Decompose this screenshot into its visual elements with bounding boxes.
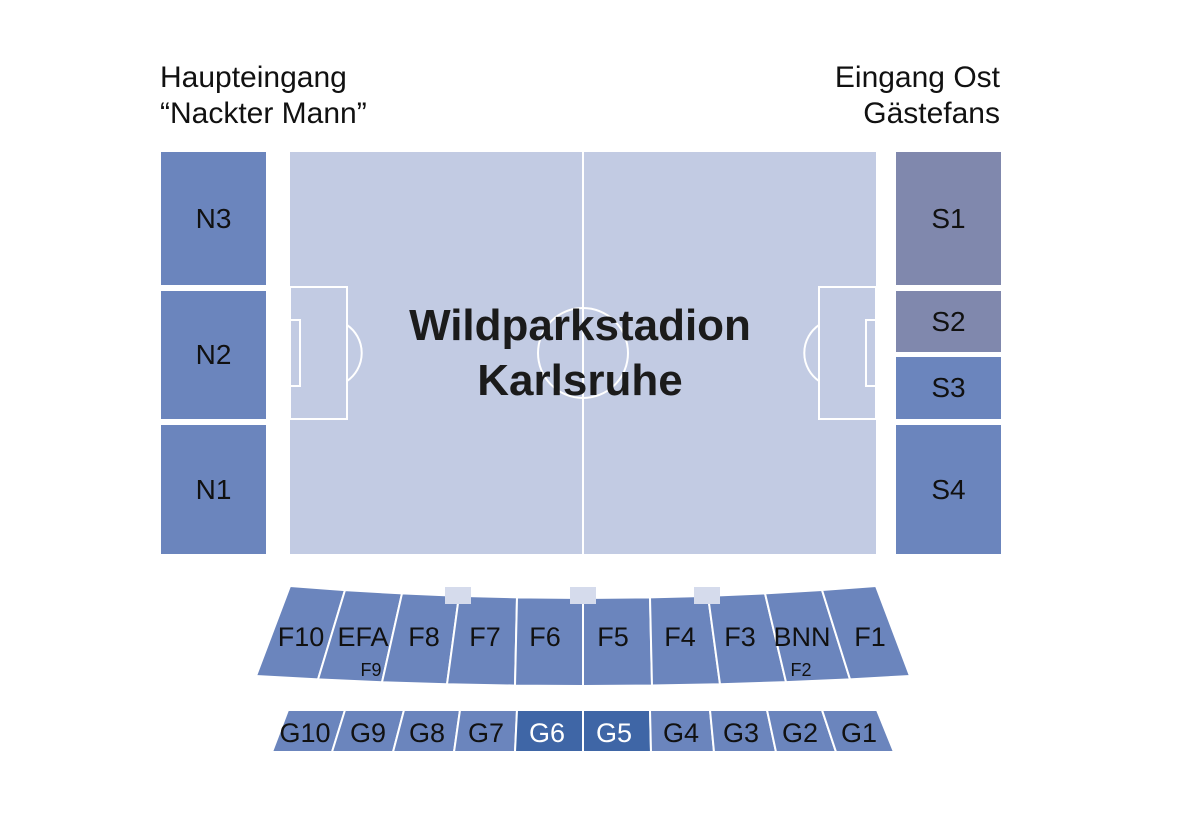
block-f1-label[interactable]: F1: [854, 622, 886, 652]
block-f7-label[interactable]: F7: [469, 622, 501, 652]
block-n1[interactable]: N1: [161, 425, 266, 554]
block-f6-label[interactable]: F6: [529, 622, 561, 652]
f-section-f1[interactable]: [820, 584, 912, 681]
stadium-title: Wildparkstadion Karlsruhe: [330, 298, 830, 408]
block-g3-label[interactable]: G3: [722, 718, 760, 748]
east-entrance-line1: Eingang Ost: [834, 61, 1000, 94]
block-n1-label: N1: [195, 473, 232, 505]
stadium-title-line1: Wildparkstadion: [409, 301, 751, 350]
block-efa-sublabel: F9: [360, 660, 382, 680]
block-s1-label: S1: [931, 202, 966, 234]
block-n2-label: N2: [195, 339, 232, 370]
block-n3-label: N3: [195, 202, 232, 234]
block-g7-label[interactable]: G7: [467, 718, 505, 748]
block-s2[interactable]: S2: [896, 291, 1001, 352]
block-g6-label[interactable]: G6: [528, 718, 566, 748]
f-stand-entrances: [445, 587, 720, 604]
block-s2-label: S2: [931, 305, 966, 337]
block-f5-label[interactable]: F5: [597, 622, 629, 652]
block-s1[interactable]: S1: [896, 152, 1001, 285]
block-f8-label[interactable]: F8: [408, 622, 440, 652]
stadium-title-line2: Karlsruhe: [477, 356, 683, 405]
block-g8-label[interactable]: G8: [408, 718, 446, 748]
block-f3-label[interactable]: F3: [724, 622, 756, 652]
block-s4[interactable]: S4: [896, 425, 1001, 554]
block-g9-label[interactable]: G9: [349, 718, 387, 748]
east-entrance-line2: Gästefans: [863, 97, 1000, 130]
block-g1-label[interactable]: G1: [840, 718, 878, 748]
main-entrance-line1: Haupteingang: [160, 61, 347, 94]
block-f10-label[interactable]: F10: [277, 622, 325, 652]
block-s4-label: S4: [931, 473, 966, 505]
block-n2[interactable]: N2: [161, 291, 266, 419]
east-entrance-label: Eingang Ost Gästefans: [835, 60, 1000, 132]
block-bnn-sublabel: F2: [790, 660, 812, 680]
block-g2-label[interactable]: G2: [781, 718, 819, 748]
block-f4-label[interactable]: F4: [664, 622, 696, 652]
g-section-g1[interactable]: [820, 709, 896, 753]
block-g5-label[interactable]: G5: [595, 718, 633, 748]
pitch-markings: [289, 152, 877, 554]
block-efa-label[interactable]: EFA: [337, 622, 389, 652]
block-g4-label[interactable]: G4: [662, 718, 700, 748]
block-g10-label[interactable]: G10: [279, 718, 331, 748]
block-bnn-label[interactable]: BNN: [773, 622, 831, 652]
main-entrance-line2: “Nackter Mann”: [160, 97, 367, 130]
block-s3-label: S3: [931, 372, 966, 403]
block-s3[interactable]: S3: [896, 357, 1001, 419]
block-n3[interactable]: N3: [161, 152, 266, 285]
main-entrance-label: Haupteingang “Nackter Mann”: [160, 60, 367, 132]
